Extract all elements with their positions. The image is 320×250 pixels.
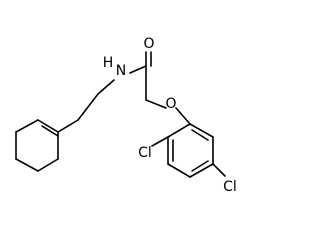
bond-benz-3-4 xyxy=(167,163,191,178)
bond-benz-6-1 xyxy=(189,123,214,138)
atom-label-ether-oxygen: O xyxy=(165,96,176,112)
bond-benz-inner-b xyxy=(191,160,209,172)
atom-label-chlorine-para: Cl xyxy=(223,179,237,195)
bond-ring-cl-ortho xyxy=(151,136,169,147)
atom-label-chlorine-ortho: Cl xyxy=(138,145,152,161)
bond-ch2-n xyxy=(97,79,115,95)
bond-benz-1-2 xyxy=(167,123,191,138)
bond-ring-c3-c4 xyxy=(37,158,59,172)
bonds xyxy=(15,51,226,178)
atom-label-nitrogen: N xyxy=(116,63,126,79)
atom-labels: N H O O Cl Cl xyxy=(103,36,237,195)
bond-ether-o-ring xyxy=(175,107,191,125)
bond-benz-inner-c xyxy=(191,129,209,141)
bond-ring-cl-para xyxy=(212,163,226,177)
atom-label-carbonyl-oxygen: O xyxy=(143,36,154,52)
bond-ch2-ether-o xyxy=(145,99,167,109)
bond-ring-c1-c2 xyxy=(37,119,59,133)
bond-ring-c1-c2-double xyxy=(41,125,59,137)
bond-ring-c6-c1 xyxy=(15,119,39,133)
bond-benz-4-5 xyxy=(189,163,214,178)
bond-n-carbonyl-c xyxy=(129,65,147,74)
molecule-structure-diagram: N H O O Cl Cl xyxy=(15,36,237,195)
bond-ring-c4-c5 xyxy=(15,158,39,172)
atom-label-hydrogen: H xyxy=(103,55,114,71)
bond-ring-to-ch2 xyxy=(57,119,79,133)
bond-ch2-ch2 xyxy=(77,93,99,121)
